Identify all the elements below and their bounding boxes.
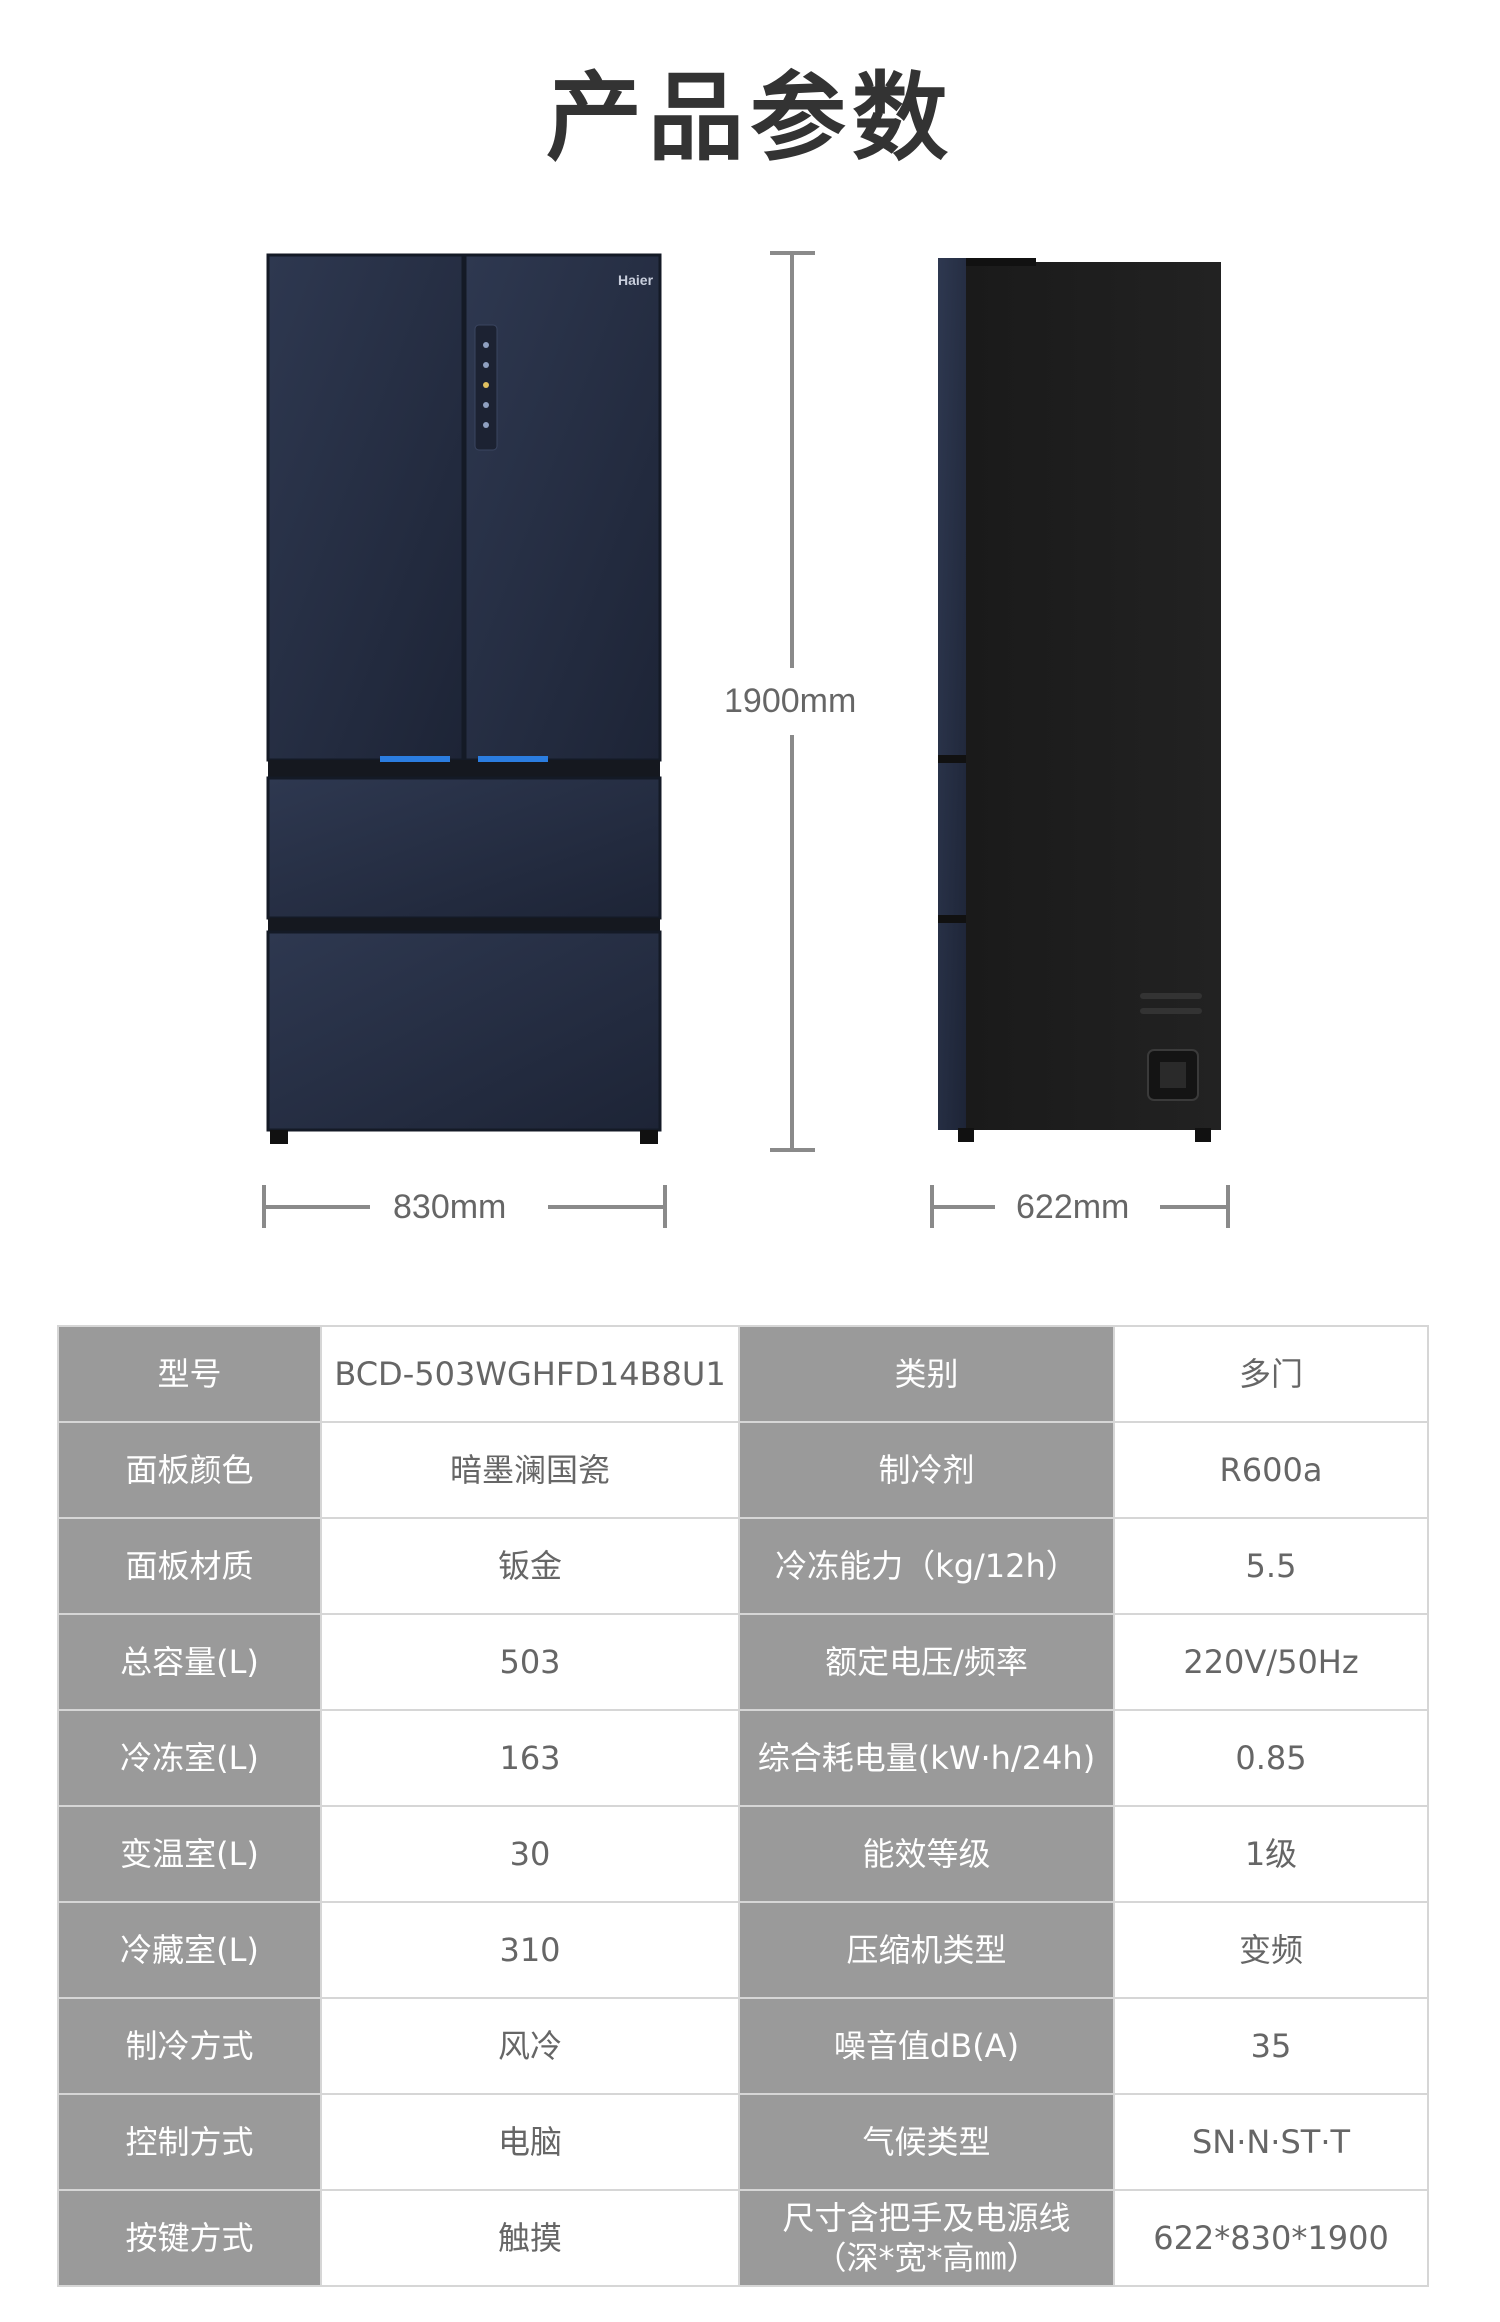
table-row: 型号 BCD-503WGHFD14B8U1 类别 多门 [57, 1325, 1429, 1423]
spec-key: 按键方式 [57, 2189, 322, 2287]
spec-value: 钣金 [320, 1517, 740, 1615]
width-dimension-line [262, 1185, 667, 1228]
spec-value: 0.85 [1113, 1709, 1429, 1807]
table-row: 按键方式 触摸 尺寸含把手及电源线 （深*宽*高㎜） 622*830*1900 [57, 2189, 1429, 2287]
spec-key: 总容量(L) [57, 1613, 322, 1711]
spec-value: BCD-503WGHFD14B8U1 [320, 1325, 740, 1423]
spec-key: 额定电压/频率 [738, 1613, 1115, 1711]
product-figure: Haier [262, 251, 1230, 1228]
brand-logo: Haier [618, 272, 654, 288]
table-row: 冷藏室(L) 310 压缩机类型 变频 [57, 1901, 1429, 1999]
spec-value: 多门 [1113, 1325, 1429, 1423]
page-title: 产品参数 [546, 62, 954, 174]
spec-value: 5.5 [1113, 1517, 1429, 1615]
height-dimension-line [770, 251, 815, 1152]
spec-value: 变频 [1113, 1901, 1429, 1999]
table-row: 总容量(L) 503 额定电压/频率 220V/50Hz [57, 1613, 1429, 1711]
fridge-side-view [938, 258, 1221, 1142]
spec-key: 冷冻能力（kg/12h） [738, 1517, 1115, 1615]
spec-key: 冷冻室(L) [57, 1709, 322, 1807]
spec-value: 电脑 [320, 2093, 740, 2191]
spec-value: 30 [320, 1805, 740, 1903]
spec-value: 触摸 [320, 2189, 740, 2287]
spec-key: 面板材质 [57, 1517, 322, 1615]
table-row: 制冷方式 风冷 噪音值dB(A) 35 [57, 1997, 1429, 2095]
depth-dimension-line [930, 1185, 1230, 1228]
table-row: 冷冻室(L) 163 综合耗电量(kW·h/24h) 0.85 [57, 1709, 1429, 1807]
spec-value: 35 [1113, 1997, 1429, 2095]
table-row: 变温室(L) 30 能效等级 1级 [57, 1805, 1429, 1903]
spec-value: 622*830*1900 [1113, 2189, 1429, 2287]
table-row: 面板颜色 暗墨澜国瓷 制冷剂 R600a [57, 1421, 1429, 1519]
spec-key-line: 尺寸含把手及电源线 [782, 2199, 1071, 2237]
spec-value: 503 [320, 1613, 740, 1711]
table-row: 面板材质 钣金 冷冻能力（kg/12h） 5.5 [57, 1517, 1429, 1615]
spec-key-multiline: 尺寸含把手及电源线 （深*宽*高㎜） [738, 2189, 1115, 2287]
spec-key-line: （深*宽*高㎜） [814, 2239, 1039, 2277]
spec-key: 面板颜色 [57, 1421, 322, 1519]
spec-key: 变温室(L) [57, 1805, 322, 1903]
spec-key: 能效等级 [738, 1805, 1115, 1903]
spec-key: 噪音值dB(A) [738, 1997, 1115, 2095]
width-label: 830mm [393, 1188, 507, 1226]
spec-key: 制冷方式 [57, 1997, 322, 2095]
spec-key: 型号 [57, 1325, 322, 1423]
spec-key: 制冷剂 [738, 1421, 1115, 1519]
spec-key: 压缩机类型 [738, 1901, 1115, 1999]
depth-label: 622mm [1016, 1188, 1130, 1226]
spec-value: 风冷 [320, 1997, 740, 2095]
spec-value: SN·N·ST·T [1113, 2093, 1429, 2191]
table-row: 控制方式 电脑 气候类型 SN·N·ST·T [57, 2093, 1429, 2191]
spec-value: 220V/50Hz [1113, 1613, 1429, 1711]
spec-key: 冷藏室(L) [57, 1901, 322, 1999]
spec-key: 综合耗电量(kW·h/24h) [738, 1709, 1115, 1807]
height-label: 1900mm [724, 682, 857, 720]
spec-key: 控制方式 [57, 2093, 322, 2191]
spec-value: 310 [320, 1901, 740, 1999]
spec-key: 类别 [738, 1325, 1115, 1423]
spec-value: 1级 [1113, 1805, 1429, 1903]
fridge-front-view [266, 253, 662, 1144]
spec-key: 气候类型 [738, 2093, 1115, 2191]
spec-value: 暗墨澜国瓷 [320, 1421, 740, 1519]
spec-value: R600a [1113, 1421, 1429, 1519]
spec-table: 型号 BCD-503WGHFD14B8U1 类别 多门 面板颜色 暗墨澜国瓷 制… [57, 1325, 1429, 2287]
spec-value: 163 [320, 1709, 740, 1807]
